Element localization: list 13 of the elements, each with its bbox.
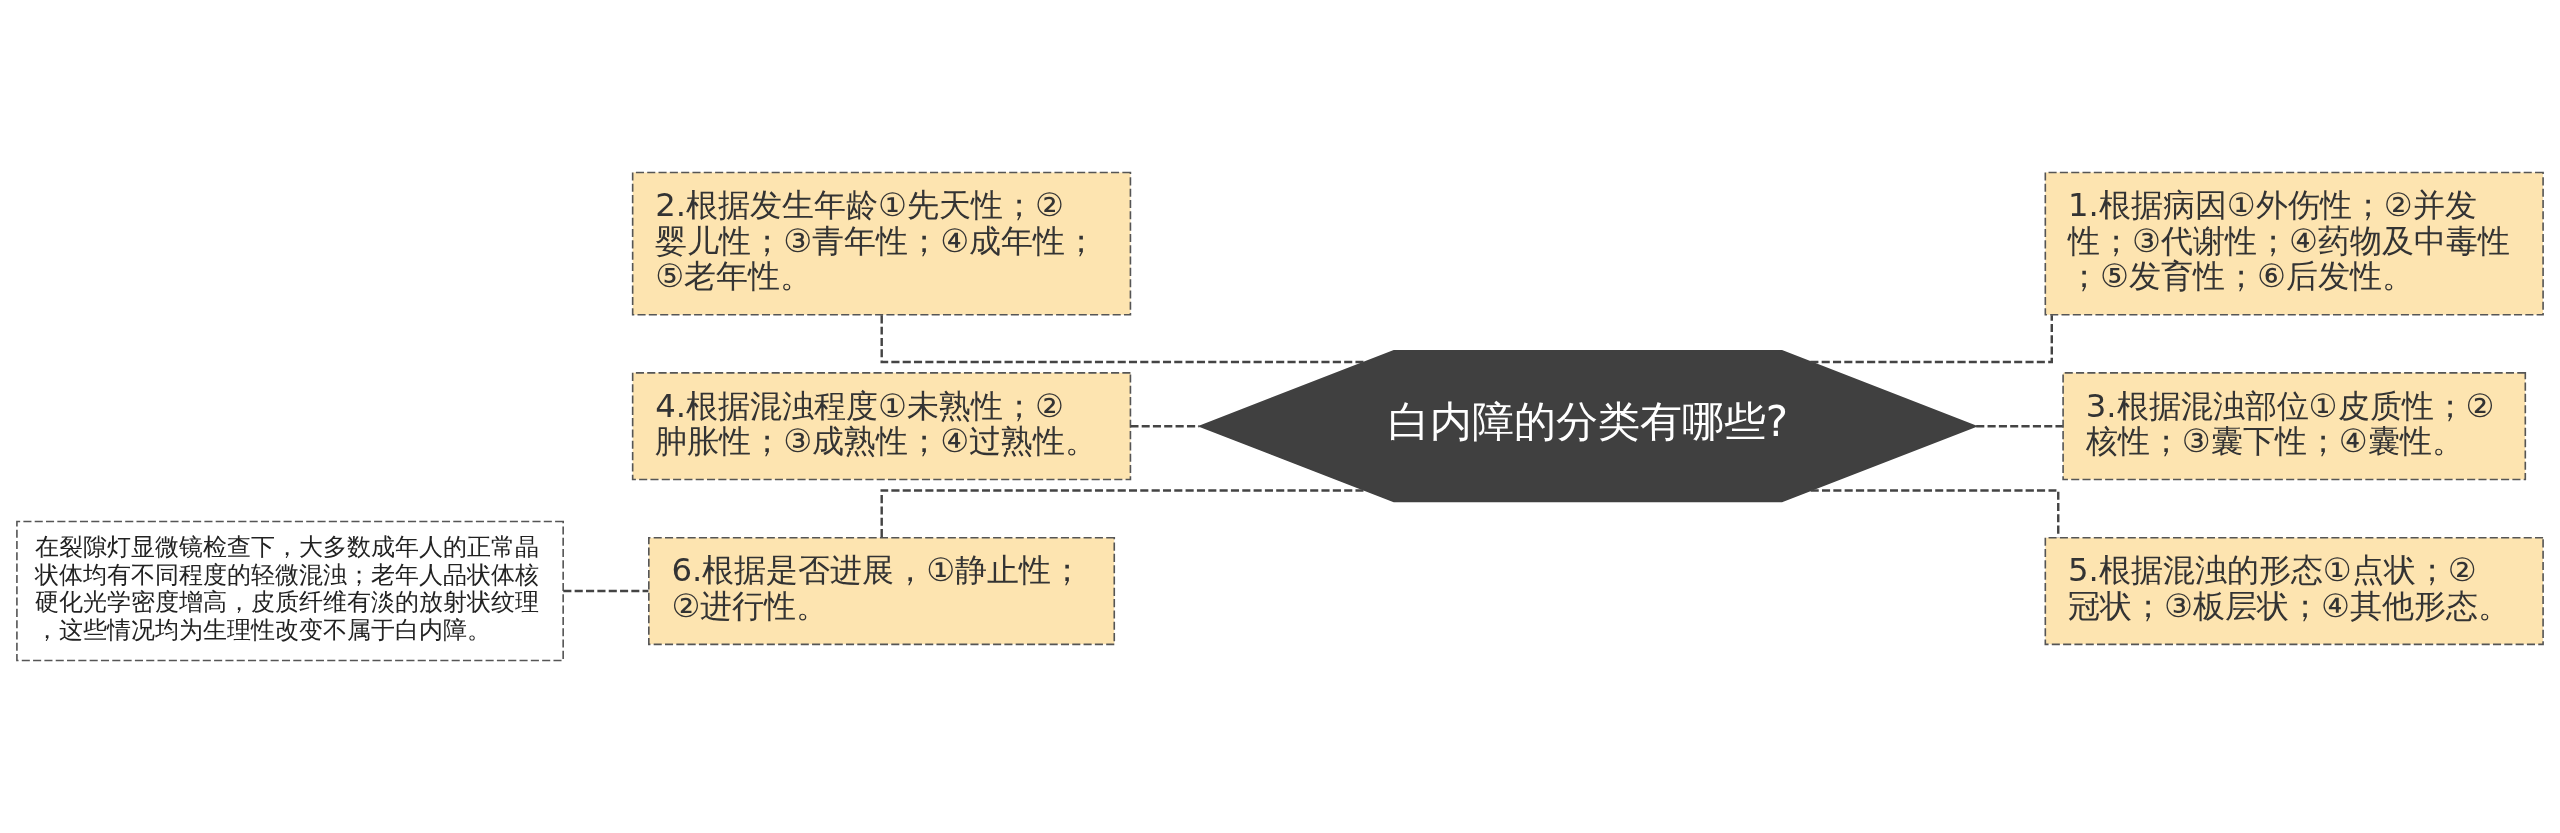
connector: [1976, 425, 2063, 428]
node-box: 4.根据混浊程度①未熟性；②肿胀性；③成熟性；④过熟性。: [631, 372, 1132, 481]
node-box: 5.根据混浊的形态①点状；②冠状；③板层状；④其他形态。: [2044, 536, 2544, 646]
node-box: 3.根据混浊部位①皮质性；②核性；③囊下性；④囊性。: [2062, 372, 2527, 481]
node-box: 6.根据是否进展，①静止性；②进行性。: [648, 536, 1116, 646]
node-box: 1.根据病因①外伤性；②并发性；③代谢性；④药物及中毒性；⑤发育性；⑥后发性。: [2044, 171, 2544, 316]
connector: [1810, 315, 2053, 364]
connector: [563, 589, 649, 593]
connector: [880, 489, 1366, 538]
connector: [1130, 425, 1200, 428]
node-box: 在裂隙灯显微镜检查下，大多数成年人的正常晶状体均有不同程度的轻微混浊；老年人品状体核硬化光学密度增高，皮质纤维有淡的放射状纹理，这些情况均为生理性改变不属于白内障。: [16, 520, 564, 662]
node-box: 2.根据发生年龄①先天性；②婴儿性；③青年性；④成年性；⑤老年性。: [631, 171, 1132, 316]
connector: [880, 315, 1366, 364]
